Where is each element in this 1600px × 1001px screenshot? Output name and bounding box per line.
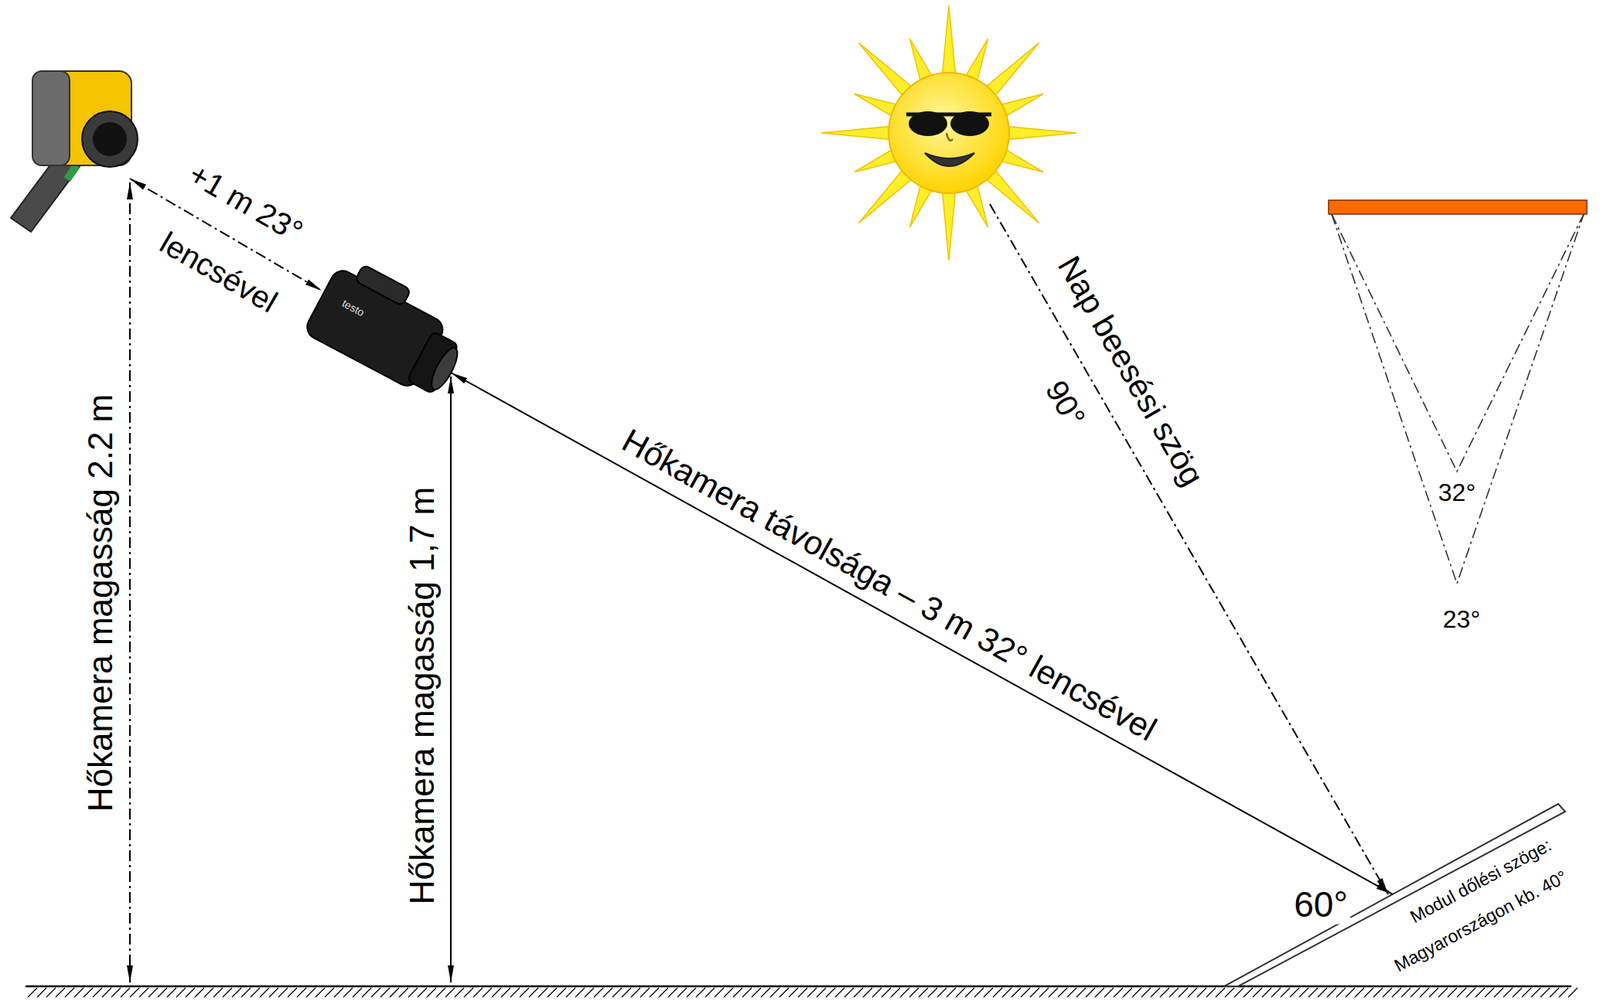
dimension-label: +1 m 23° <box>180 155 311 250</box>
distance-line <box>450 372 1393 895</box>
sun-ray-line <box>989 204 1389 895</box>
fov-32-lines <box>1331 214 1584 472</box>
angle-label: 32° <box>1436 478 1478 507</box>
angle-label-holder: 60° <box>1291 885 1351 925</box>
thermal-camera <box>303 254 478 403</box>
dimension-label-holder: +1 m 23° <box>180 155 311 250</box>
dimension-label-holder: Hőkamera távolsága – 3 m 32° lencsével <box>614 421 1165 751</box>
angle-label: Nap beesési szög <box>1049 248 1212 495</box>
dimension-label-holder: Hőkamera magasság 2.2 m <box>81 392 120 815</box>
height-dimension-line <box>450 376 452 983</box>
camera-lens <box>426 344 463 393</box>
angle-label-holder: 32° <box>1436 479 1478 507</box>
sunglasses-lens <box>908 111 948 137</box>
sun-ray <box>941 5 956 80</box>
ground-hatching <box>27 988 1578 998</box>
camera-top-handle <box>354 264 412 307</box>
angle-label: 23° <box>1440 605 1483 634</box>
sun-nose <box>946 133 953 141</box>
camera-lens <box>81 111 138 168</box>
dimension-label: lencsével <box>152 224 286 321</box>
sun-ray <box>1002 126 1077 140</box>
module-bar <box>1328 200 1587 215</box>
ground-line <box>25 985 1572 989</box>
dimension-label-holder: lencsével <box>152 224 286 321</box>
angle-label-holder: 23° <box>1440 606 1483 634</box>
sun <box>821 5 1077 261</box>
camera-lens-glass <box>92 122 127 157</box>
fov-23-lines <box>1331 214 1584 584</box>
thermal-camera <box>10 71 138 232</box>
angle-label-holder: Nap beesési szög <box>1049 248 1212 495</box>
angle-label: 60° <box>1291 884 1351 925</box>
sunglasses-lens <box>950 111 990 137</box>
sun-smile <box>924 153 975 167</box>
camera-rear <box>32 71 70 166</box>
sun-face <box>888 72 1010 194</box>
dimension-label: Hőkamera magasság 2.2 m <box>81 392 120 815</box>
dimension-label: Hőkamera távolsága – 3 m 32° lencsével <box>614 420 1165 750</box>
angle-label: 90° <box>1037 372 1093 435</box>
sun-ray <box>821 126 896 140</box>
sun-ray <box>941 186 956 261</box>
height-dimension-line <box>129 182 131 983</box>
angle-label-holder: 90° <box>1037 372 1093 435</box>
dimension-label-holder: Hőkamera magasság 1,7 m <box>403 484 441 908</box>
dimension-label: Hőkamera magasság 1,7 m <box>402 484 441 908</box>
